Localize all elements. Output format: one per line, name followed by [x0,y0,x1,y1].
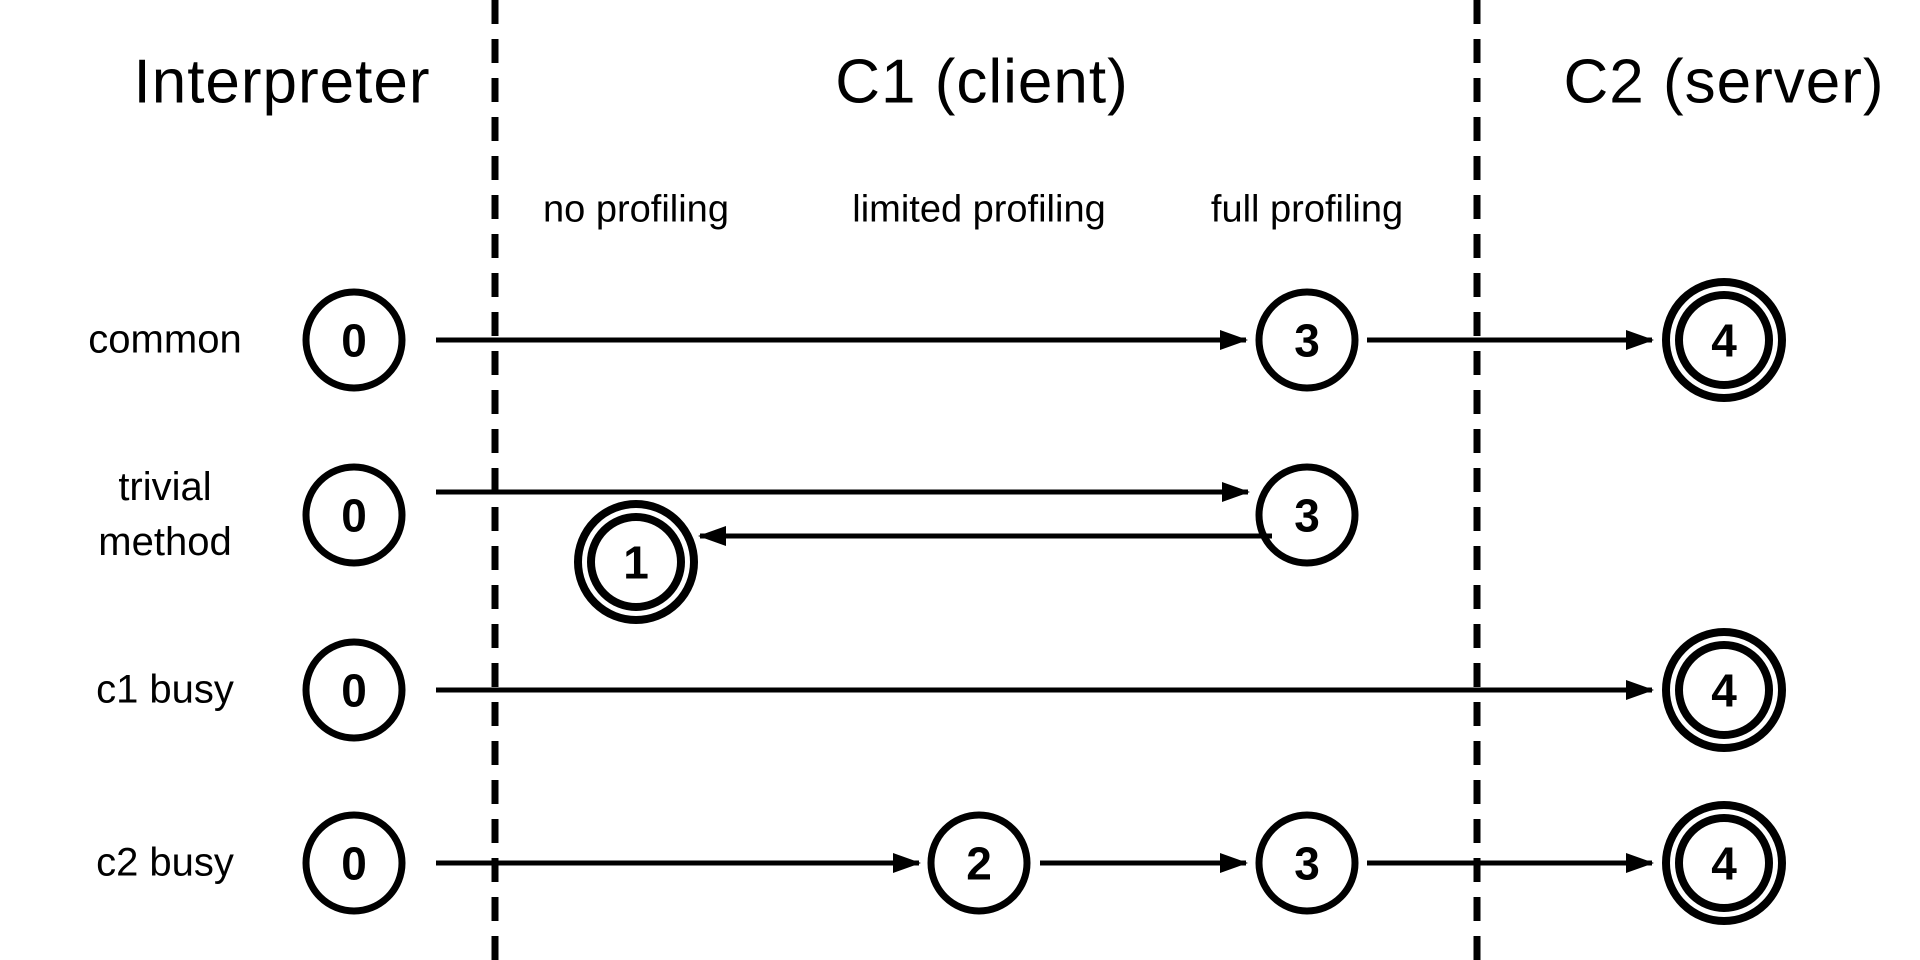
row-label-c1-busy: c1 busy [96,667,234,712]
node-level-number: 4 [1711,838,1737,890]
lane-dividers [491,0,1481,960]
state-node-common-level0: 0 [302,288,406,392]
node-circle [1255,811,1359,915]
node-inner-circle [1675,814,1773,912]
row-label-common: common [88,317,242,362]
state-node-trivial-level1: 1 [574,500,698,624]
node-outer-circle [574,500,698,624]
state-node-c2busy-level4: 4 [1662,801,1786,925]
lane-title-c1-client: C1 (client) [835,47,1129,117]
state-nodes: 0 3 4 0 3 1 0 4 0 2 3 4 [302,278,1786,925]
row-label-c2-busy: c2 busy [96,840,234,885]
node-outer-circle [1662,628,1786,752]
node-circle [1255,288,1359,392]
phase-label-limited-profiling: limited profiling [852,188,1106,231]
phase-label-no-profiling: no profiling [543,188,729,231]
lane-title-interpreter: Interpreter [133,47,431,117]
node-circle [302,288,406,392]
node-level-number: 0 [341,315,367,367]
node-level-number: 4 [1711,315,1737,367]
node-level-number: 3 [1294,490,1320,542]
state-node-c1busy-level4: 4 [1662,628,1786,752]
node-circle [302,638,406,742]
state-node-c2busy-level0: 0 [302,811,406,915]
node-level-number: 1 [623,537,649,589]
node-level-number: 2 [966,838,992,890]
lane-title-c2-server: C2 (server) [1563,47,1885,117]
node-outer-circle [1662,278,1786,402]
node-level-number: 0 [341,665,367,717]
node-level-number: 3 [1294,838,1320,890]
node-circle [302,811,406,915]
node-level-number: 3 [1294,315,1320,367]
transition-arrows [436,330,1654,873]
node-level-number: 0 [341,838,367,890]
node-circle [302,463,406,567]
node-outer-circle [1662,801,1786,925]
node-circle [1255,463,1359,567]
state-node-common-level4: 4 [1662,278,1786,402]
state-node-trivial-level3: 3 [1255,463,1359,567]
state-node-c2busy-level3: 3 [1255,811,1359,915]
node-inner-circle [587,513,685,611]
node-inner-circle [1675,291,1773,389]
phase-label-full-profiling: full profiling [1210,188,1404,231]
state-node-c2busy-level2: 2 [927,811,1031,915]
state-node-common-level3: 3 [1255,288,1359,392]
node-circle [927,811,1031,915]
node-inner-circle [1675,641,1773,739]
state-node-trivial-level0: 0 [302,463,406,567]
state-node-c1busy-level0: 0 [302,638,406,742]
node-level-number: 0 [341,490,367,542]
node-level-number: 4 [1711,665,1737,717]
row-label-trivial-method: trivial method [98,465,232,564]
